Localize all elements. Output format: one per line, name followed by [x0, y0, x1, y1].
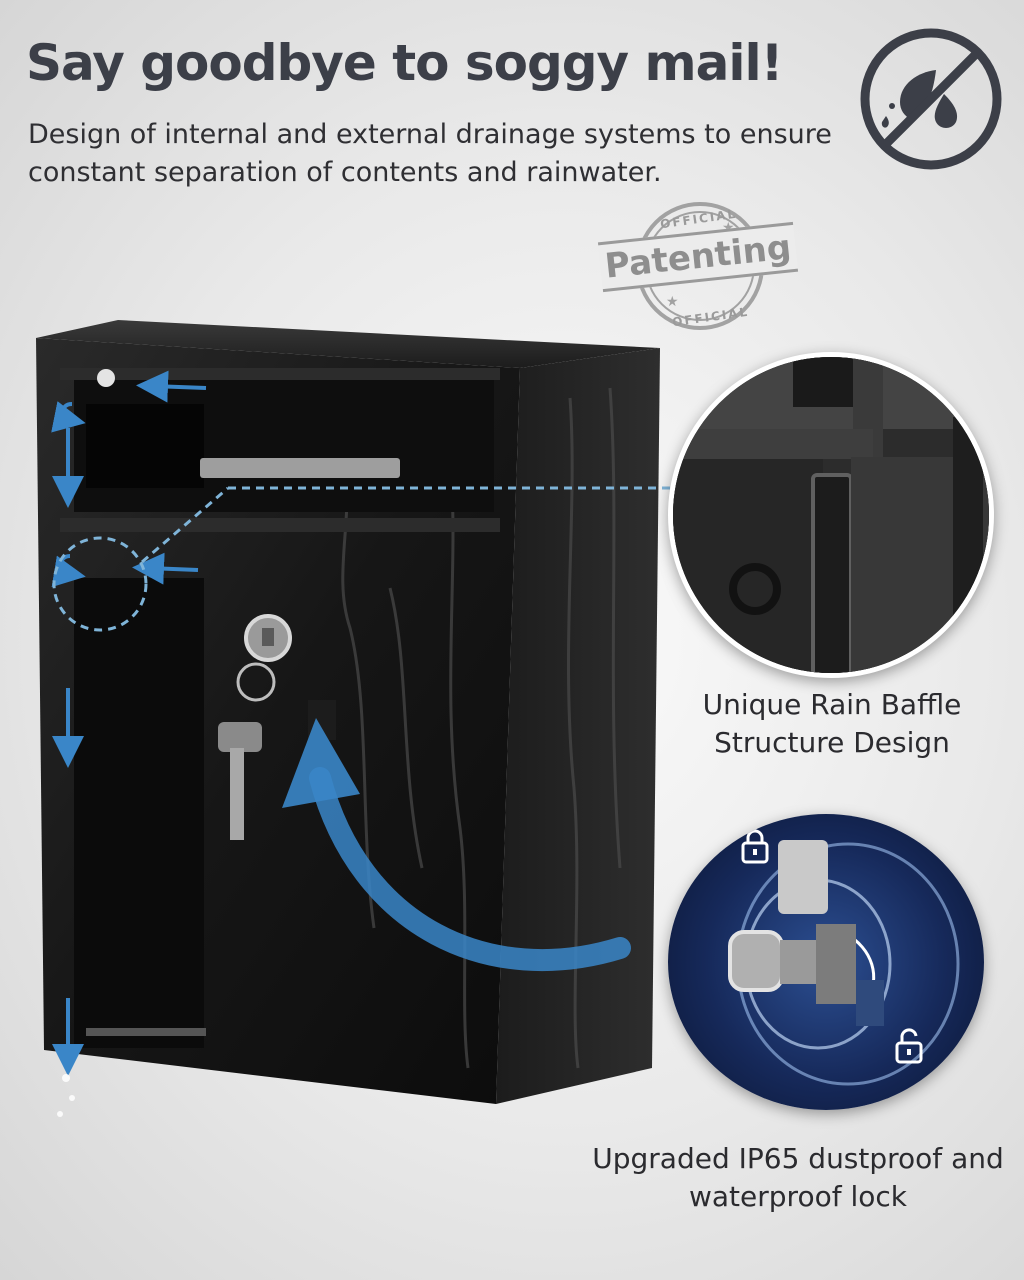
baffle-caption: Unique Rain Baffle Structure Design	[702, 688, 962, 759]
mailbox-illustration	[30, 308, 670, 1128]
padlock-closed-icon	[740, 828, 770, 868]
lock-caption: Upgraded IP65 dustproof and waterproof l…	[592, 1142, 1004, 1213]
rain-baffle-detail-image	[668, 352, 994, 678]
subheadline: Design of internal and external drainage…	[28, 119, 832, 188]
padlock-open-icon	[894, 1028, 924, 1068]
ip65-lock-detail-image	[668, 814, 984, 1110]
headline: Say goodbye to soggy mail!	[26, 34, 783, 92]
svg-text:★: ★	[666, 294, 679, 310]
no-water-droplet-icon	[856, 24, 1006, 174]
